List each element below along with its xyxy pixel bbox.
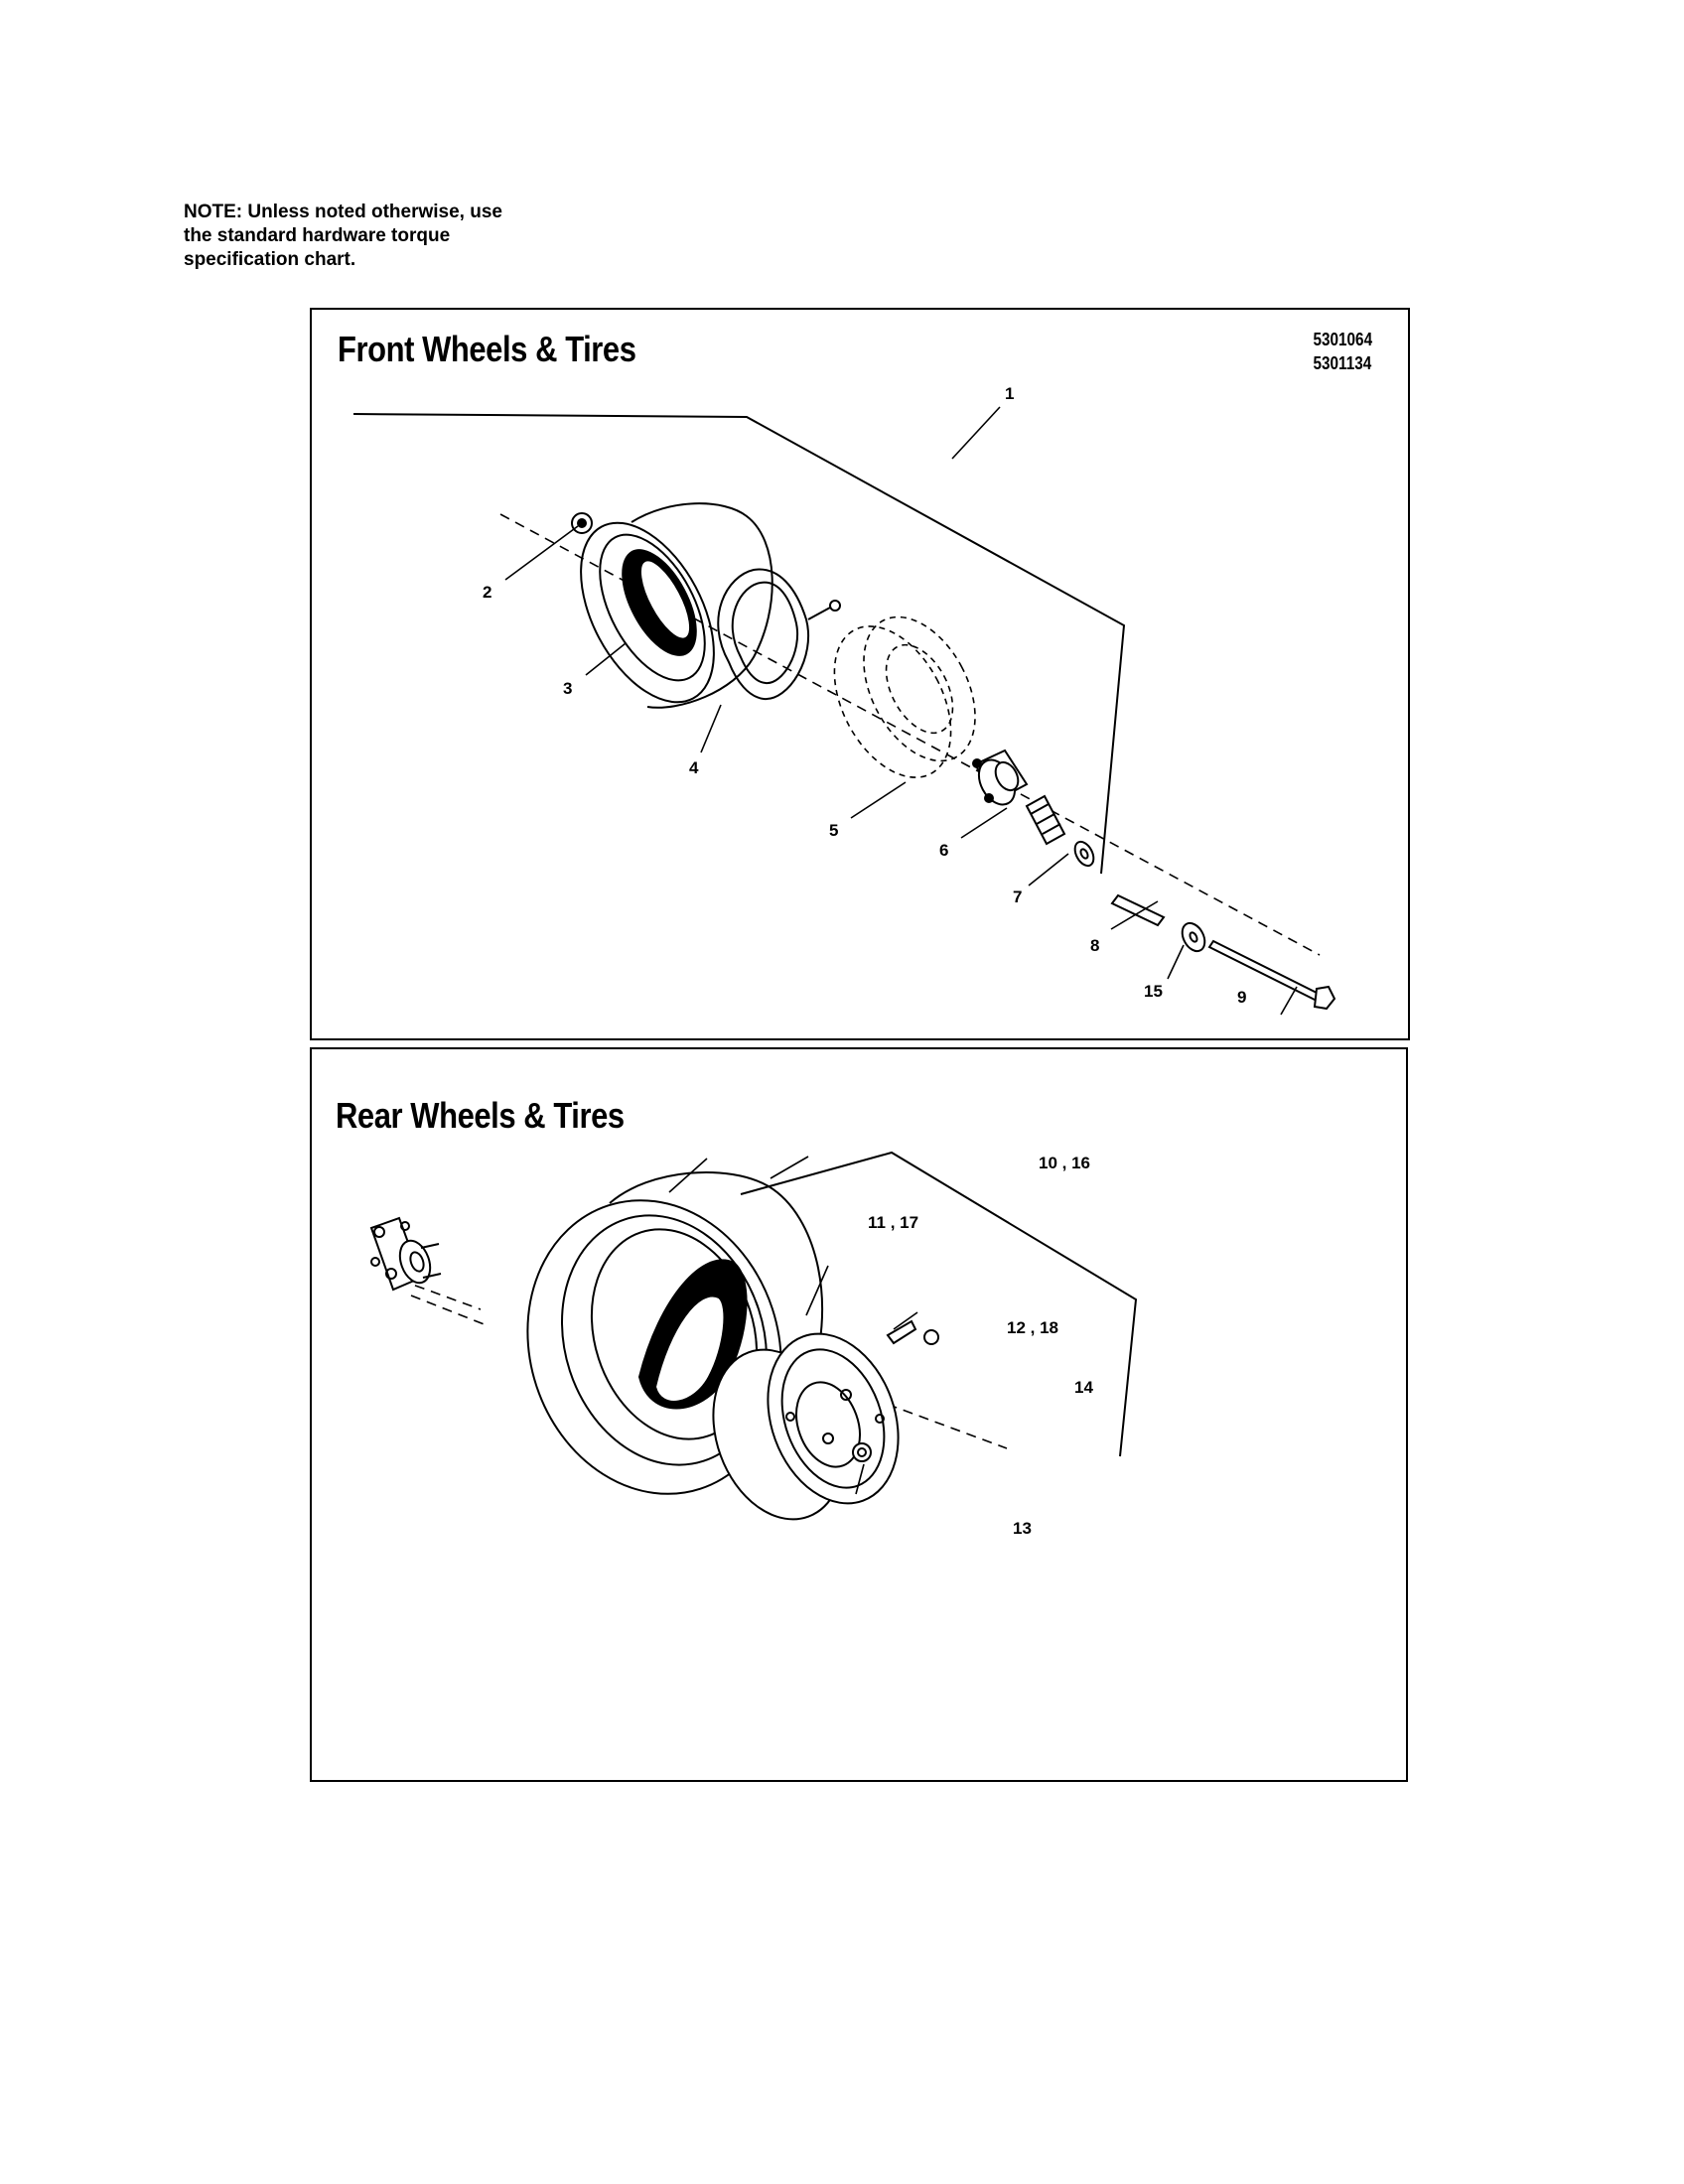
callout-11-17: 11 , 17 [868,1213,918,1232]
valve-nut-icon [571,512,593,534]
rear-wheels-panel: Rear Wheels & Tires [310,1047,1408,1782]
callout-8: 8 [1090,936,1099,955]
front-wheel-exploded-diagram: 1 2 3 4 5 6 7 8 15 9 [352,384,1336,1016]
front-wheels-panel: Front Wheels & Tires 5301064 5301134 [310,308,1410,1040]
callout-5: 5 [829,821,838,840]
part-numbers: 5301064 5301134 [1313,328,1372,375]
flat-washer-icon [1181,921,1206,953]
rear-assembly-bracket [740,1151,1138,1457]
note-line-3: specification chart. [184,249,356,270]
rear-leader-lines [668,1156,918,1495]
callout-14: 14 [1074,1378,1093,1397]
rear-panel-title: Rear Wheels & Tires [336,1095,625,1136]
torque-note: NOTE: Unless noted otherwise, use the st… [184,201,581,272]
hub-icon [972,749,1029,806]
front-panel-title: Front Wheels & Tires [338,329,636,369]
assembly-bracket [352,413,1126,875]
rear-hub-icon [369,1216,442,1292]
callout-2: 2 [483,583,491,602]
leader-lines [504,406,1298,1016]
valve-stem-icon [886,1319,939,1345]
note-line-1: NOTE: Unless noted otherwise, use [184,202,502,222]
rim-phantom-icon [833,615,976,778]
callout-4: 4 [689,758,699,777]
callout-7: 7 [1013,887,1022,906]
lug-nut-icon [852,1442,872,1462]
callout-9: 9 [1237,988,1246,1007]
part-number-1: 5301064 [1313,330,1372,349]
callout-15: 15 [1144,982,1163,1001]
part-number-2: 5301134 [1313,353,1372,373]
rear-wheel-exploded-diagram: 10 , 16 11 , 17 12 , 18 14 13 [369,1151,1138,1538]
washer-icon [1073,840,1095,868]
bolt-icon [1207,939,1336,1011]
callout-3: 3 [563,679,572,698]
callout-10-16: 10 , 16 [1039,1154,1090,1172]
callout-13: 13 [1013,1519,1032,1538]
spacer-tube-icon [1110,893,1166,927]
callout-6: 6 [939,841,948,860]
note-line-2: the standard hardware torque [184,225,451,246]
inner-tube-icon [717,568,841,701]
bearing-icon [1025,794,1066,846]
callout-1: 1 [1005,384,1014,403]
front-tire-icon [580,502,773,709]
callout-12-18: 12 , 18 [1007,1318,1058,1337]
